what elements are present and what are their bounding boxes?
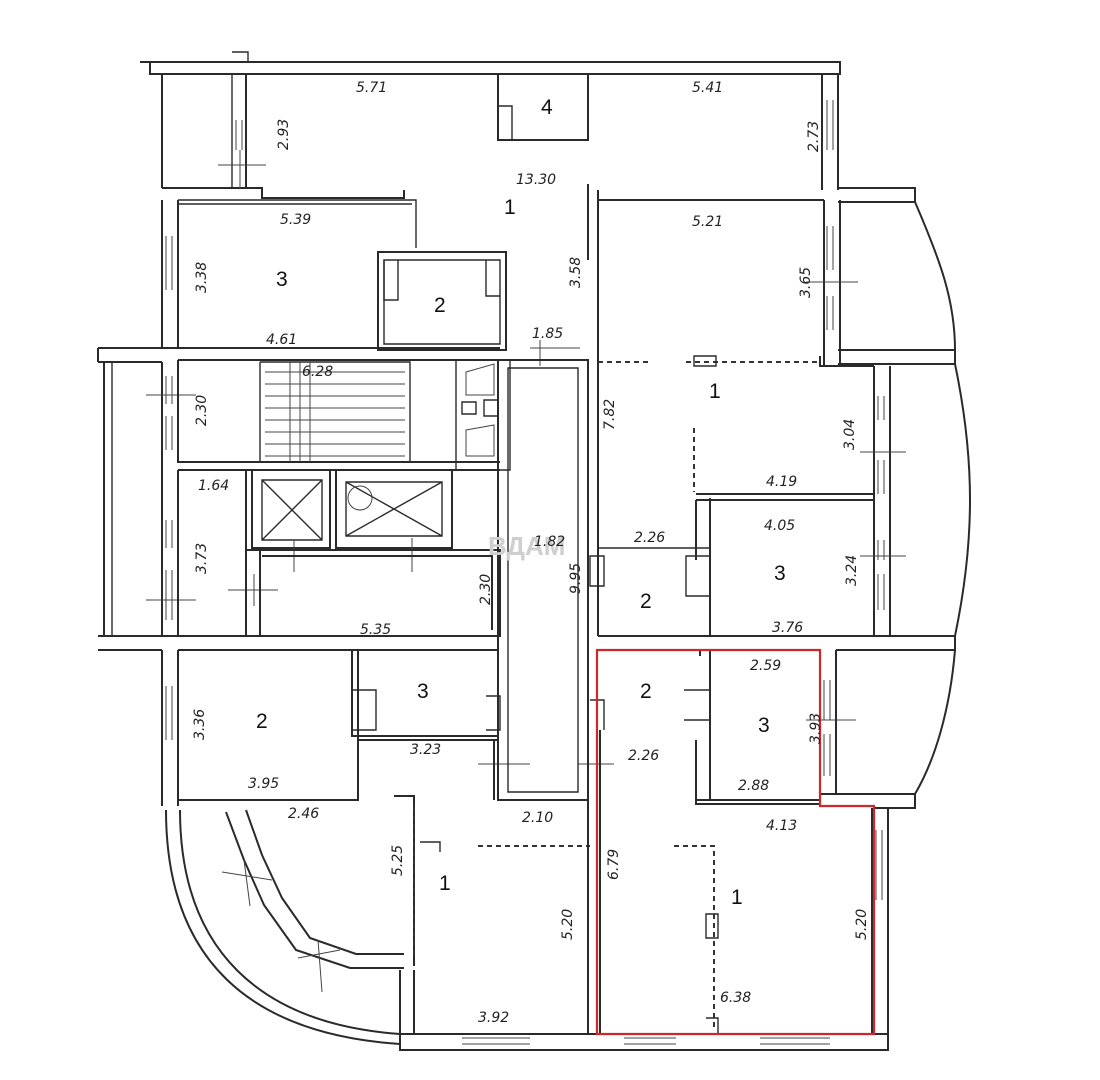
room-number-mid-left-3: 3	[417, 680, 429, 703]
dim-label: 4.13	[766, 818, 797, 834]
dim-label: 1.64	[198, 478, 229, 494]
dim-label: 3.76	[772, 620, 803, 636]
dim-label: 1.85	[532, 326, 563, 342]
room-number-unit-3: 3	[758, 714, 770, 737]
room-number-storage-4: 4	[541, 96, 553, 119]
room-number-mid-left-2: 2	[256, 710, 268, 733]
dim-label: 6.79	[606, 849, 622, 880]
room-number-top-left-1: 1	[504, 196, 516, 219]
dim-label: 5.41	[692, 80, 723, 96]
dim-label: 5.71	[356, 80, 387, 96]
interior-walls	[177, 74, 876, 1034]
dim-label: 2.26	[634, 530, 665, 546]
room-number-bottom-left-1: 1	[439, 872, 451, 895]
dim-label: 2.30	[478, 574, 494, 605]
dim-label: 5.35	[360, 622, 391, 638]
room-number-top-right-1: 1	[709, 380, 721, 403]
dim-label: 1.82	[534, 534, 565, 550]
highlighted-unit-outline	[595, 648, 876, 1036]
dim-label: 3.92	[478, 1010, 509, 1026]
dim-label: 2.26	[628, 748, 659, 764]
dim-label: 9.95	[568, 563, 584, 594]
dim-label: 3.95	[248, 776, 279, 792]
dim-label: 6.38	[720, 990, 751, 1006]
room-number-mid-right-bath-2: 2	[640, 590, 652, 613]
dim-label: 3.73	[194, 543, 210, 574]
room-number-top-bath-2: 2	[434, 294, 446, 317]
room-number-mid-right-3: 3	[774, 562, 786, 585]
room-number-unit-bath-2: 2	[640, 680, 652, 703]
dim-label: 2.59	[750, 658, 781, 674]
room-number-unit-1: 1	[731, 886, 743, 909]
room-number-top-left-3: 3	[276, 268, 288, 291]
watermark: ВДАМ	[488, 531, 565, 561]
dim-label: 5.20	[854, 909, 870, 940]
dim-label: 3.36	[192, 709, 208, 740]
dim-label: 2.93	[276, 119, 292, 150]
dim-label: 5.39	[280, 212, 311, 228]
dim-label: 3.04	[842, 419, 858, 450]
dim-label: 3.65	[798, 267, 814, 298]
dim-label: 7.82	[602, 399, 618, 430]
dim-label: 4.19	[766, 474, 797, 490]
dim-label: 2.88	[738, 778, 769, 794]
dim-label: 2.46	[288, 806, 319, 822]
dim-label: 3.23	[410, 742, 441, 758]
dim-label: 2.30	[194, 395, 210, 426]
dim-label: 3.38	[194, 262, 210, 293]
dim-label: 5.20	[560, 909, 576, 940]
dim-label: 3.24	[844, 555, 860, 586]
dim-label: 4.05	[764, 518, 795, 534]
dim-label: 4.61	[266, 332, 297, 348]
dim-label: 2.73	[806, 121, 822, 152]
dim-label: 2.10	[522, 810, 553, 826]
dim-label: 3.93	[808, 713, 824, 744]
dim-label: 5.21	[692, 214, 723, 230]
dimensions: 5.71 5.41 2.93 2.73 13.30 5.39 5.21 3.38…	[192, 80, 870, 1026]
dim-label: 13.30	[516, 172, 556, 188]
dim-label: 6.28	[302, 364, 333, 380]
dim-label: 5.25	[390, 845, 406, 876]
room-numbers: 1 4 3 2 1 2 3 2 3 1 3 2 1	[256, 96, 786, 909]
dim-label: 3.58	[568, 257, 584, 288]
